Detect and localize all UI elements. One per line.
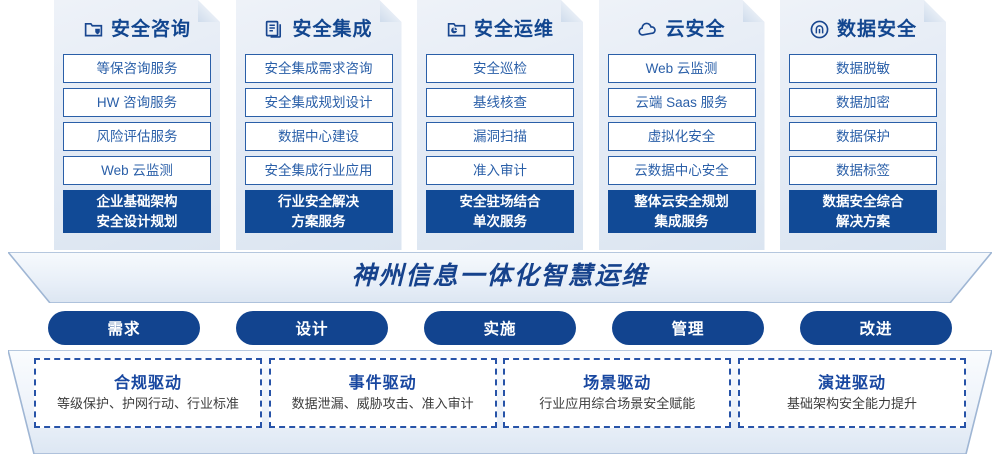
card-footer-line2: 安全设计规划 — [96, 213, 178, 229]
card-footer[interactable]: 整体云安全规划 集成服务 — [608, 190, 756, 233]
card-footer-line1: 整体云安全规划 — [634, 193, 729, 209]
card-item[interactable]: 安全集成规划设计 — [245, 88, 393, 117]
service-card-security-operations[interactable]: 安全运维 安全巡检 基线核查 漏洞扫描 准入审计 安全驻场结合 单次服务 — [417, 0, 583, 250]
card-footer-line2: 单次服务 — [473, 213, 527, 229]
service-card-security-integration[interactable]: 安全集成 安全集成需求咨询 安全集成规划设计 数据中心建设 安全集成行业应用 行… — [236, 0, 402, 250]
driver-evolution[interactable]: 演进驱动 基础架构安全能力提升 — [737, 358, 966, 428]
card-item[interactable]: 虚拟化安全 — [608, 122, 756, 151]
driver-scenario[interactable]: 场景驱动 行业应用综合场景安全赋能 — [503, 358, 732, 428]
card-footer[interactable]: 行业安全解决 方案服务 — [245, 190, 393, 233]
card-footer-line1: 行业安全解决 — [278, 193, 359, 209]
card-item[interactable]: 云端 Saas 服务 — [608, 88, 756, 117]
card-corner-fold — [380, 0, 402, 22]
card-title: 云安全 — [665, 18, 726, 40]
pill-design[interactable]: 设计 — [236, 311, 388, 345]
card-item[interactable]: 数据脱敏 — [789, 54, 937, 83]
card-header: 安全运维 — [426, 0, 574, 54]
card-footer-line2: 方案服务 — [291, 213, 346, 229]
card-item-list: 等保咨询服务 HW 咨询服务 风险评估服务 Web 云监测 — [63, 54, 211, 185]
card-item-list: 安全集成需求咨询 安全集成规划设计 数据中心建设 安全集成行业应用 — [245, 54, 393, 185]
card-title: 安全运维 — [473, 18, 554, 40]
driver-subtitle: 行业应用综合场景安全赋能 — [539, 396, 696, 411]
card-corner-fold — [743, 0, 765, 22]
card-footer[interactable]: 数据安全综合 解决方案 — [789, 190, 937, 233]
card-footer[interactable]: 企业基础架构 安全设计规划 — [63, 190, 211, 233]
pill-improvement[interactable]: 改进 — [800, 311, 952, 345]
card-item[interactable]: 数据加密 — [789, 88, 937, 117]
driver-subtitle: 数据泄漏、威胁攻击、准入审计 — [291, 396, 474, 411]
card-item[interactable]: 数据保护 — [789, 122, 937, 151]
pill-management[interactable]: 管理 — [612, 311, 764, 345]
card-corner-fold — [561, 0, 583, 22]
card-footer-line1: 安全驻场结合 — [459, 193, 541, 209]
card-footer-line2: 解决方案 — [836, 213, 890, 229]
card-footer[interactable]: 安全驻场结合 单次服务 — [426, 190, 574, 233]
cloud-icon — [637, 19, 658, 40]
card-item[interactable]: 等保咨询服务 — [63, 54, 211, 83]
card-title: 安全咨询 — [110, 18, 191, 40]
documents-stack-icon — [264, 19, 285, 40]
service-cards-row: 安全咨询 等保咨询服务 HW 咨询服务 风险评估服务 Web 云监测 企业基础架… — [0, 0, 1000, 255]
card-header: 安全咨询 — [63, 0, 211, 54]
card-item[interactable]: 基线核查 — [426, 88, 574, 117]
driver-subtitle: 基础架构安全能力提升 — [786, 396, 917, 411]
service-card-data-security[interactable]: 数据安全 数据脱敏 数据加密 数据保护 数据标签 数据安全综合 解决方案 — [780, 0, 946, 250]
platform-banner-title: 神州信息一体化智慧运维 — [351, 261, 649, 290]
card-item[interactable]: Web 云监测 — [608, 54, 756, 83]
card-footer-line2: 集成服务 — [654, 213, 709, 229]
platform-banner: 神州信息一体化智慧运维 — [8, 252, 992, 303]
folder-shield-icon — [83, 19, 104, 40]
card-title: 安全集成 — [292, 18, 373, 40]
driver-compliance[interactable]: 合规驱动 等级保护、护网行动、行业标准 — [34, 358, 262, 428]
driver-incident[interactable]: 事件驱动 数据泄漏、威胁攻击、准入审计 — [268, 358, 497, 428]
service-card-security-consulting[interactable]: 安全咨询 等保咨询服务 HW 咨询服务 风险评估服务 Web 云监测 企业基础架… — [54, 0, 220, 250]
card-item[interactable]: 数据中心建设 — [245, 122, 393, 151]
card-header: 云安全 — [608, 0, 756, 54]
card-item[interactable]: 云数据中心安全 — [608, 156, 756, 185]
service-card-cloud-security[interactable]: 云安全 Web 云监测 云端 Saas 服务 虚拟化安全 云数据中心安全 整体云… — [599, 0, 765, 250]
pill-requirement[interactable]: 需求 — [48, 311, 200, 345]
driver-subtitle: 等级保护、护网行动、行业标准 — [56, 396, 239, 411]
card-item-list: Web 云监测 云端 Saas 服务 虚拟化安全 云数据中心安全 — [608, 54, 756, 185]
card-item[interactable]: Web 云监测 — [63, 156, 211, 185]
card-header: 数据安全 — [789, 0, 937, 54]
card-footer-line1: 数据安全综合 — [822, 193, 904, 209]
lifecycle-pill-row: 需求 设计 实施 管理 改进 — [0, 311, 1000, 347]
card-item[interactable]: 安全集成需求咨询 — [245, 54, 393, 83]
driver-title: 事件驱动 — [348, 375, 417, 392]
card-item[interactable]: 风险评估服务 — [63, 122, 211, 151]
card-corner-fold — [198, 0, 220, 22]
card-item[interactable]: 安全集成行业应用 — [245, 156, 393, 185]
card-corner-fold — [924, 0, 946, 22]
card-header: 安全集成 — [245, 0, 393, 54]
folder-chart-icon — [446, 19, 467, 40]
card-item[interactable]: 准入审计 — [426, 156, 574, 185]
card-item[interactable]: HW 咨询服务 — [63, 88, 211, 117]
driver-title: 演进驱动 — [817, 375, 886, 392]
card-item-list: 数据脱敏 数据加密 数据保护 数据标签 — [789, 54, 937, 185]
driver-title: 场景驱动 — [583, 375, 652, 392]
pill-implementation[interactable]: 实施 — [424, 311, 576, 345]
card-title: 数据安全 — [836, 18, 917, 40]
driver-title: 合规驱动 — [113, 375, 182, 392]
card-item[interactable]: 漏洞扫描 — [426, 122, 574, 151]
card-item[interactable]: 安全巡检 — [426, 54, 574, 83]
card-footer-line1: 企业基础架构 — [96, 193, 178, 209]
drivers-row: 合规驱动 等级保护、护网行动、行业标准 事件驱动 数据泄漏、威胁攻击、准入审计 … — [0, 350, 1000, 454]
card-item[interactable]: 数据标签 — [789, 156, 937, 185]
fingerprint-icon — [809, 19, 830, 40]
card-item-list: 安全巡检 基线核查 漏洞扫描 准入审计 — [426, 54, 574, 185]
